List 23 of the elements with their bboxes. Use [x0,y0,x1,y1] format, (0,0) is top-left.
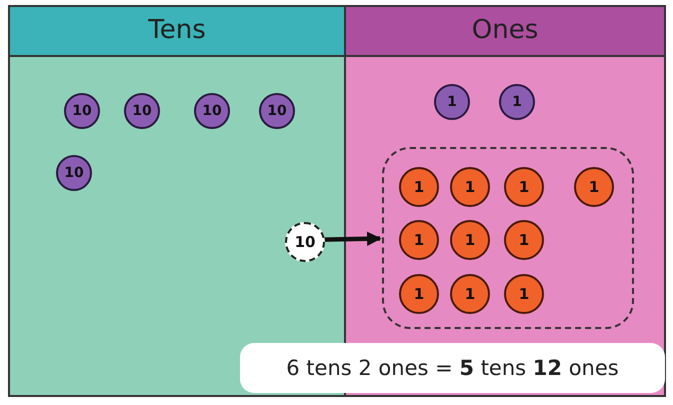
ones-counter: 1 [399,220,439,260]
ones-counter: 1 [504,274,544,314]
ones-counter: 1 [399,274,439,314]
tens-counter: 10 [259,93,295,129]
tens-counter: 10 [194,93,230,129]
equation-text: 6 tens 2 ones = 5 tens 12 ones [240,343,665,393]
ones-counter: 1 [574,167,614,207]
ones-counter: 1 [450,274,490,314]
tens-counter: 10 [64,93,100,129]
ones-counter: 1 [504,167,544,207]
dashed-group-outline [382,147,634,329]
ones-counter: 1 [399,167,439,207]
tens-counter: 10 [124,93,160,129]
ones-counter: 1 [450,167,490,207]
tens-counter: 1 [499,84,535,120]
column-header: Tens [10,7,344,57]
tens-counter: 1 [434,84,470,120]
ones-counter: 1 [504,220,544,260]
exchanged-counter: 10 [285,222,325,262]
arrow [322,232,382,246]
column-header: Ones [346,7,664,57]
tens-counter: 10 [56,155,92,191]
ones-counter: 1 [450,220,490,260]
